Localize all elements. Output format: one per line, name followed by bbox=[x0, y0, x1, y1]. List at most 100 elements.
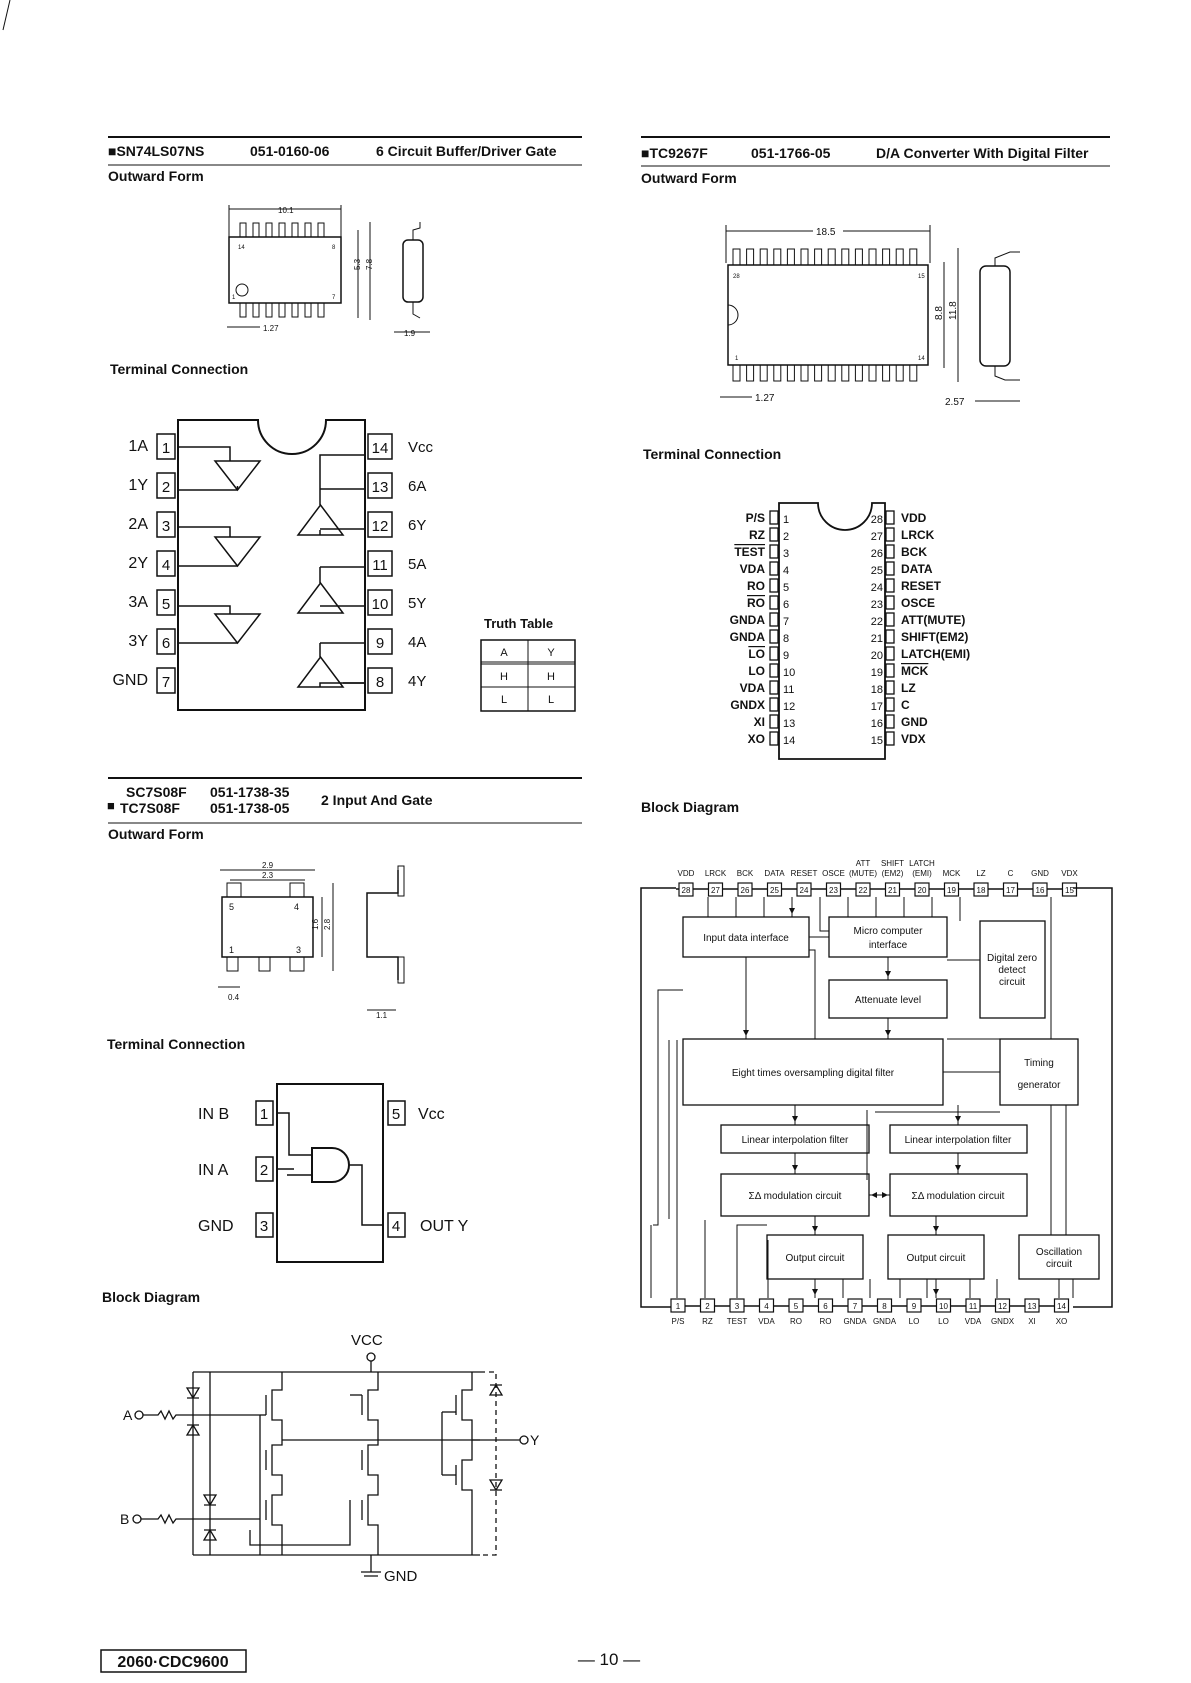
ic1-part: ■SN74LS07NS bbox=[108, 143, 204, 159]
pin-mark: 3 bbox=[296, 945, 301, 955]
block-label: circuit bbox=[999, 977, 1025, 988]
lead bbox=[854, 364, 863, 382]
ic3-chip-body bbox=[276, 1083, 384, 1263]
pin-number: 26 bbox=[871, 548, 883, 560]
ic2-pin-box bbox=[769, 595, 779, 610]
ic2-pin-box bbox=[885, 697, 895, 712]
pin-mark: 5 bbox=[229, 902, 234, 912]
lead bbox=[732, 364, 741, 382]
pin-number: 27 bbox=[871, 531, 883, 543]
dim-label: 8.8 bbox=[934, 306, 945, 320]
pin-number: 21 bbox=[871, 633, 883, 645]
ic1-pin-box bbox=[367, 628, 393, 655]
pin-label: 6Y bbox=[408, 517, 426, 534]
pin-label: LO bbox=[748, 647, 765, 661]
pin-number: 9 bbox=[376, 635, 384, 652]
output-y-label: Y bbox=[530, 1432, 540, 1448]
ic2-pin-box bbox=[885, 714, 895, 729]
pin-label: OSCE bbox=[822, 869, 845, 878]
dim-label: 2.57 bbox=[945, 397, 965, 408]
pin-number: 15 bbox=[871, 735, 883, 747]
block-label: Micro computer bbox=[854, 926, 924, 937]
truth-table-header: A bbox=[500, 647, 508, 659]
ic2-pinout: 1P/S2RZ3TEST4VDA5RO6RO7GNDA8GNDA9LO10LO1… bbox=[730, 502, 970, 760]
pin-number: 11 bbox=[969, 1302, 978, 1311]
lead bbox=[814, 364, 823, 382]
ic2-pin-box bbox=[885, 629, 895, 644]
ic3-outward-form-label: Outward Form bbox=[108, 826, 204, 842]
pin-number: 3 bbox=[260, 1218, 268, 1235]
pin-number: 7 bbox=[162, 674, 170, 691]
pin-number: 17 bbox=[1006, 886, 1015, 895]
ic1-code: 051-0160-06 bbox=[250, 143, 330, 159]
block-label: Eight times oversampling digital filter bbox=[732, 1068, 895, 1079]
pin-number: 22 bbox=[859, 886, 868, 895]
pin-number: 4 bbox=[162, 557, 170, 574]
ic2-pin-box bbox=[769, 578, 779, 593]
ic1-pin-box bbox=[367, 433, 393, 460]
lead bbox=[746, 248, 755, 266]
ic2-pin-box bbox=[885, 561, 895, 576]
dim-label: 1.1 bbox=[376, 1011, 388, 1020]
pin-label: MCK bbox=[901, 664, 929, 678]
ic2-pin-box bbox=[885, 527, 895, 542]
pin-label: IN B bbox=[198, 1106, 229, 1123]
lead bbox=[800, 248, 809, 266]
pin-label: LZ bbox=[901, 681, 916, 695]
block-micro-computer-interface bbox=[828, 916, 948, 958]
ic2-pin-box bbox=[769, 731, 779, 746]
pin-number: 15 bbox=[1065, 886, 1074, 895]
ic2-chip-body bbox=[778, 502, 886, 760]
vcc-label: VCC bbox=[351, 1332, 383, 1349]
pin-number: 1 bbox=[260, 1106, 268, 1123]
ic2-side-view bbox=[979, 265, 1011, 367]
pin-mark: 28 bbox=[733, 274, 740, 280]
pin-number: 5 bbox=[392, 1106, 400, 1123]
pin-mark: 14 bbox=[918, 356, 925, 362]
pin-number: 12 bbox=[372, 518, 389, 535]
pin-label: 1A bbox=[128, 438, 148, 455]
ic1-bottom-leads bbox=[239, 302, 325, 318]
pin-number: 13 bbox=[372, 479, 389, 496]
lead bbox=[854, 248, 863, 266]
pin-number: 8 bbox=[376, 674, 384, 691]
lead bbox=[895, 364, 904, 382]
pin-number: 6 bbox=[823, 1302, 828, 1311]
block-label: circuit bbox=[1046, 1259, 1072, 1270]
pin-number: 28 bbox=[682, 886, 691, 895]
pin-number: 5 bbox=[794, 1302, 799, 1311]
pin-label: (EMI) bbox=[912, 869, 932, 878]
ic3-part-2: TC7S08F bbox=[120, 800, 180, 816]
ic3-schematic: VCC GND A B bbox=[120, 1332, 540, 1585]
block-label: Oscillation bbox=[1036, 1247, 1082, 1258]
ic1-pin-box bbox=[156, 589, 176, 616]
ic2-outward-drawing: 28 15 1 14 18.5 8.8 11.8 1.27 2.57 bbox=[720, 225, 1020, 408]
ic2-pin-box bbox=[769, 544, 779, 559]
input-a-label: A bbox=[123, 1407, 133, 1423]
ic2-description: D/A Converter With Digital Filter bbox=[876, 145, 1089, 161]
ic3-pinout: 1 2 3 5 4 IN B IN A GND Vcc OUT Y bbox=[198, 1083, 469, 1263]
pin-number: 20 bbox=[871, 650, 883, 662]
pin-label: TEST bbox=[727, 1317, 748, 1326]
ic2-pin-box bbox=[769, 612, 779, 627]
pin-label-prefix: ATT bbox=[856, 859, 871, 868]
ic1-pin-box bbox=[367, 667, 393, 694]
pin-number: 13 bbox=[783, 718, 795, 730]
pin-label: 3A bbox=[128, 594, 148, 611]
lead bbox=[868, 248, 877, 266]
dim-label: 1.9 bbox=[404, 329, 416, 338]
ic2-pin-box bbox=[885, 680, 895, 695]
dim-label: 1.27 bbox=[263, 324, 279, 333]
pin-number: 11 bbox=[372, 557, 388, 574]
doc-id-box bbox=[100, 1649, 247, 1673]
dim-label: 11.8 bbox=[948, 301, 959, 320]
ic2-pin-box bbox=[769, 561, 779, 576]
pin-label: LRCK bbox=[705, 869, 727, 878]
pin-mark: 7 bbox=[332, 295, 336, 301]
ic2-terminal-label: Terminal Connection bbox=[643, 446, 781, 462]
block-timing-generator bbox=[999, 1038, 1079, 1106]
lead bbox=[814, 248, 823, 266]
ic2-pin-box bbox=[769, 646, 779, 661]
